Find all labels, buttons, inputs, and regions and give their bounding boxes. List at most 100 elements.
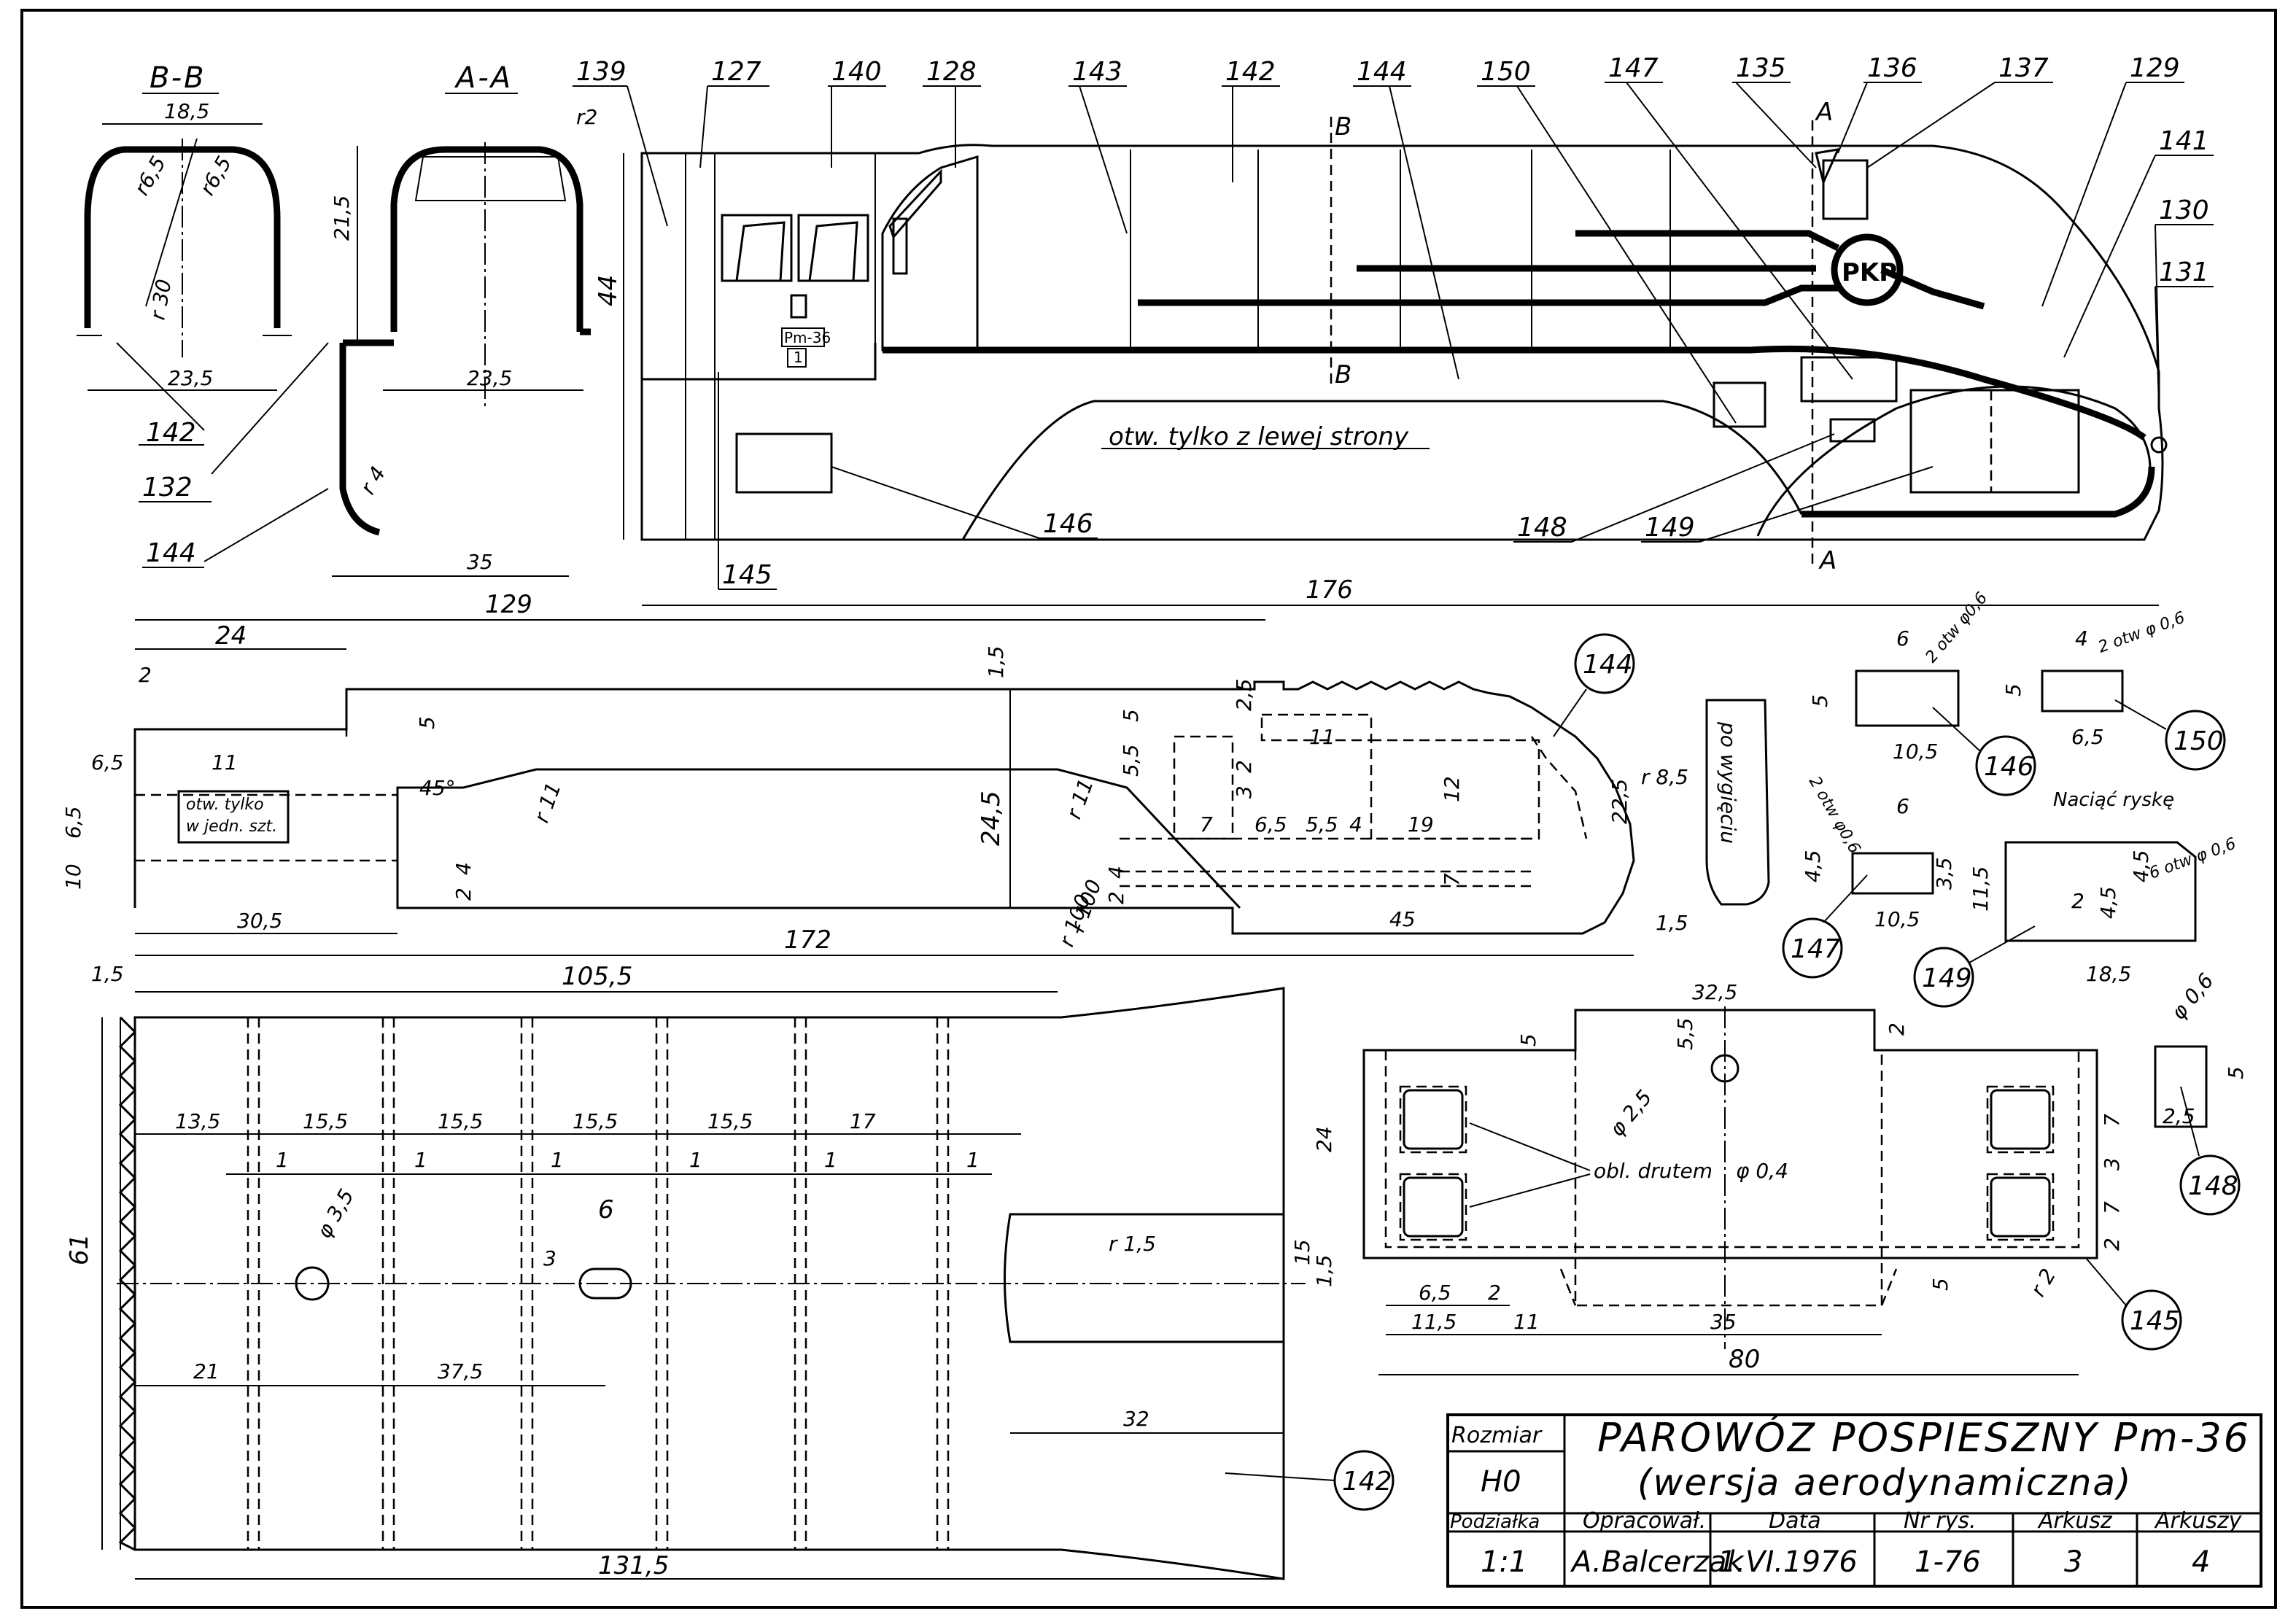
pkp-emblem: PKP: [1842, 258, 1897, 287]
dim: 5: [2224, 1066, 2248, 1079]
date-header: Data: [1769, 1508, 1821, 1534]
sheets-value: 4: [2192, 1545, 2210, 1579]
part-number: 145: [2130, 1306, 2180, 1336]
note: w jedn. szt.: [186, 818, 277, 836]
dim: 4: [1104, 866, 1128, 879]
dim: 45°: [419, 776, 456, 800]
small-parts: 6 2 otw φ0,6 5 10,5 146 4 2 otw φ 0,6 5 …: [1782, 589, 2238, 1008]
part-number: 143: [1072, 57, 1122, 87]
dim: 3,5: [1932, 857, 1956, 890]
dim: 4,5: [1801, 850, 1825, 882]
part-number: 131: [2159, 257, 2209, 287]
dim: 6,5: [91, 750, 124, 774]
dim: 4: [451, 862, 476, 875]
sheet-header: Arkusz: [2037, 1508, 2113, 1534]
side-elevation: PKP Pm-36 1 otw. tylko z lewej strony B …: [573, 53, 2214, 606]
dim: 4: [2075, 626, 2088, 651]
cut-marker-a: A: [1818, 546, 1837, 575]
dim: r 1,5: [1109, 1232, 1156, 1256]
dim: 11: [1513, 1310, 1540, 1334]
cut-marker-a: A: [1815, 98, 1833, 127]
dim: 4: [1349, 812, 1362, 836]
dim: 24: [1312, 1126, 1336, 1152]
dim: 6,5: [61, 806, 85, 839]
part-number: 130: [2159, 195, 2209, 225]
dim: 23,5: [168, 366, 213, 390]
drawing-frame: [20, 9, 2277, 1609]
section-bb-title: B-B: [150, 61, 206, 95]
callout-149: [1913, 947, 1974, 1008]
panel-144-layout: otw. tylko w jedn. szt. 129 24 2 1,5 5 6…: [61, 590, 1770, 956]
dim: 1: [824, 1148, 837, 1172]
part-number: 144: [146, 538, 196, 568]
part-number: 136: [1867, 53, 1917, 83]
panel-142-layout: 105,5 1,5 r 100 61 13,5 15,5 15,5 15,5 1…: [65, 891, 1395, 1580]
note: Naciąć ryskę: [2053, 789, 2174, 811]
dim: 1: [551, 1148, 564, 1172]
dim: 1,5: [1312, 1254, 1336, 1287]
part-number: 144: [1357, 57, 1407, 87]
dim: 1: [966, 1148, 980, 1172]
drawing-subtitle: (wersja aerodynamiczna): [1637, 1461, 2133, 1504]
callout-148: [2179, 1154, 2241, 1216]
dim: 6,5: [1419, 1281, 1451, 1305]
dim: 5: [2001, 683, 2025, 696]
dim: 44: [594, 275, 623, 306]
part-number: 137: [1998, 53, 2049, 83]
dim: 2: [1104, 891, 1128, 904]
part-number: 150: [1481, 57, 1531, 87]
dim: 17: [850, 1109, 876, 1133]
dim: r2: [576, 105, 597, 129]
dim: 2: [451, 888, 476, 901]
dim: 7: [1200, 812, 1213, 836]
part-number: 129: [2130, 53, 2180, 83]
dim: 32: [1123, 1407, 1149, 1431]
dim: 105,5: [562, 962, 632, 991]
size-value: H0: [1481, 1465, 1521, 1499]
scale-header: Podziałka: [1450, 1511, 1540, 1533]
part-number: 146: [1043, 509, 1093, 539]
dim: 37,5: [438, 1359, 483, 1383]
dim: 12: [1440, 776, 1464, 802]
dim: 5,5: [1306, 812, 1338, 836]
dim: 131,5: [598, 1551, 669, 1580]
part-number: 144: [1583, 650, 1633, 680]
dim: 5: [415, 716, 439, 729]
dim: 3: [2100, 1157, 2124, 1170]
dim: 4,5: [2129, 850, 2153, 882]
author-header: Opracował.: [1583, 1508, 1706, 1534]
part-number: 128: [926, 57, 977, 87]
dim: 6: [1896, 794, 1909, 818]
part-number: 140: [831, 57, 882, 87]
part-number: 146: [1984, 752, 2034, 782]
dim: 3: [1232, 785, 1256, 799]
dim: 35: [467, 550, 493, 574]
dim: 1,5: [1656, 911, 1688, 935]
section-aa: A-A r2 21,5 23,5 r 4 35 132 144: [139, 61, 597, 577]
dim: 13,5: [175, 1109, 220, 1133]
part-number: 142: [1342, 1467, 1392, 1496]
callout-144: [1574, 633, 1635, 694]
dim: 1: [414, 1148, 427, 1172]
part-number: 150: [2173, 726, 2224, 756]
scale-value: 1:1: [1481, 1545, 1527, 1579]
callout-147: [1782, 917, 1843, 979]
dim: 2,5: [1232, 678, 1256, 711]
dim: r 8,5: [1641, 765, 1688, 789]
dim: 5,5: [1673, 1017, 1697, 1050]
dim: 5: [1808, 694, 1832, 707]
dim: 24,5: [977, 791, 1006, 846]
dim: 11,5: [1411, 1310, 1457, 1334]
dim: 172: [784, 925, 831, 955]
dim: 24: [215, 621, 247, 651]
dim: 6,5: [2071, 725, 2104, 749]
part-number: 148: [2188, 1171, 2238, 1201]
part-number: 147: [1608, 53, 1659, 83]
dim: 2,5: [2163, 1104, 2195, 1128]
sheet-value: 3: [2064, 1545, 2082, 1579]
part-number: 149: [1922, 963, 1972, 993]
dim: 10,5: [1893, 739, 1938, 764]
dim: 22,5: [1607, 779, 1632, 824]
dim: 15,5: [707, 1109, 753, 1133]
